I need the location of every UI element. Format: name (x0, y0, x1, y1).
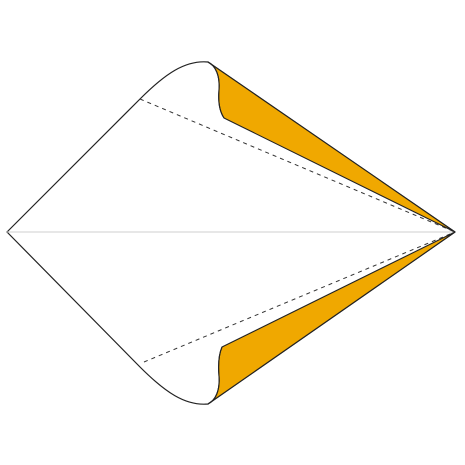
top-flap-curl (207, 61, 225, 119)
crease-line-top (139, 98, 456, 233)
crease-line-bottom (143, 231, 456, 363)
bottom-flap-curl (207, 346, 223, 405)
